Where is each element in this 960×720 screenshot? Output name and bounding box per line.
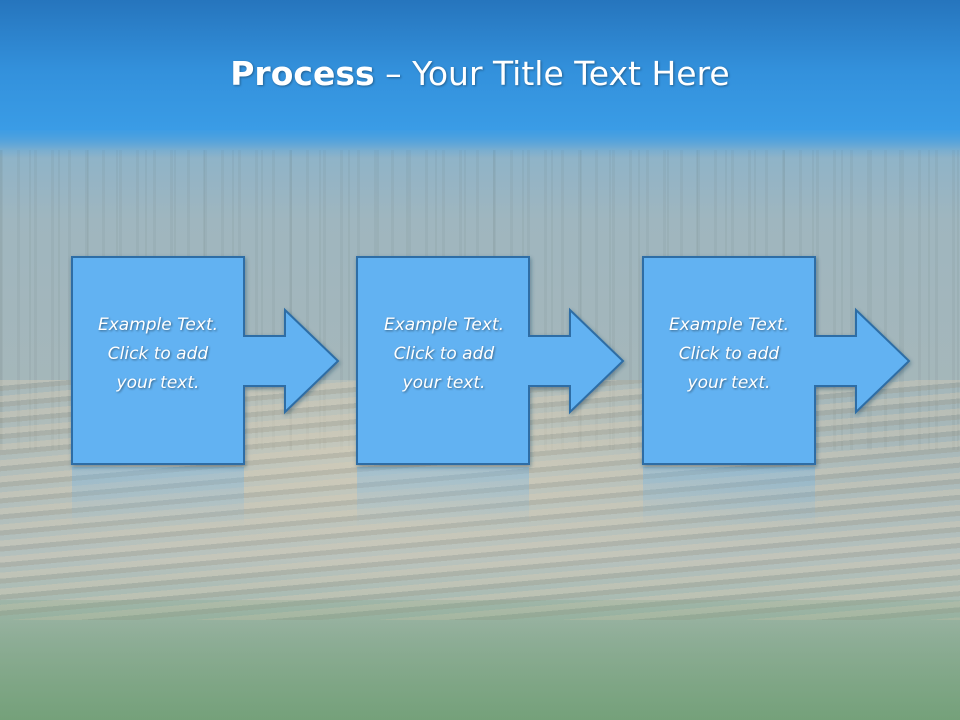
step-3-shape[interactable] [642, 256, 911, 465]
step-3-line-1: Example Text. [668, 315, 790, 335]
title-bold-part: Process [230, 54, 375, 93]
title-banner-fade [0, 128, 960, 158]
step-1-line-1: Example Text. [97, 315, 219, 335]
title-rest-part: Your Title Text Here [412, 54, 730, 93]
title-banner [0, 0, 960, 130]
step-3-text[interactable]: Example Text. Click to add your text. [643, 311, 815, 398]
step-2-reflection [357, 467, 529, 527]
step-2-line-3: your text. [402, 373, 486, 393]
step-3-line-3: your text. [687, 373, 771, 393]
step-1-shape[interactable] [71, 256, 340, 465]
step-3-reflection [643, 467, 815, 527]
step-2-shape[interactable] [356, 256, 625, 465]
step-1-reflection [72, 467, 244, 527]
slide-title[interactable]: Process – Your Title Text Here [0, 52, 960, 96]
step-2-text[interactable]: Example Text. Click to add your text. [358, 311, 530, 398]
step-1-text[interactable]: Example Text. Click to add your text. [72, 311, 244, 398]
step-1-line-3: your text. [116, 373, 200, 393]
background-grass [0, 600, 960, 720]
step-3-line-2: Click to add [678, 344, 780, 364]
title-dash: – [374, 54, 413, 93]
step-1-line-2: Click to add [107, 344, 209, 364]
step-2-line-2: Click to add [393, 344, 495, 364]
step-2-line-1: Example Text. [383, 315, 505, 335]
